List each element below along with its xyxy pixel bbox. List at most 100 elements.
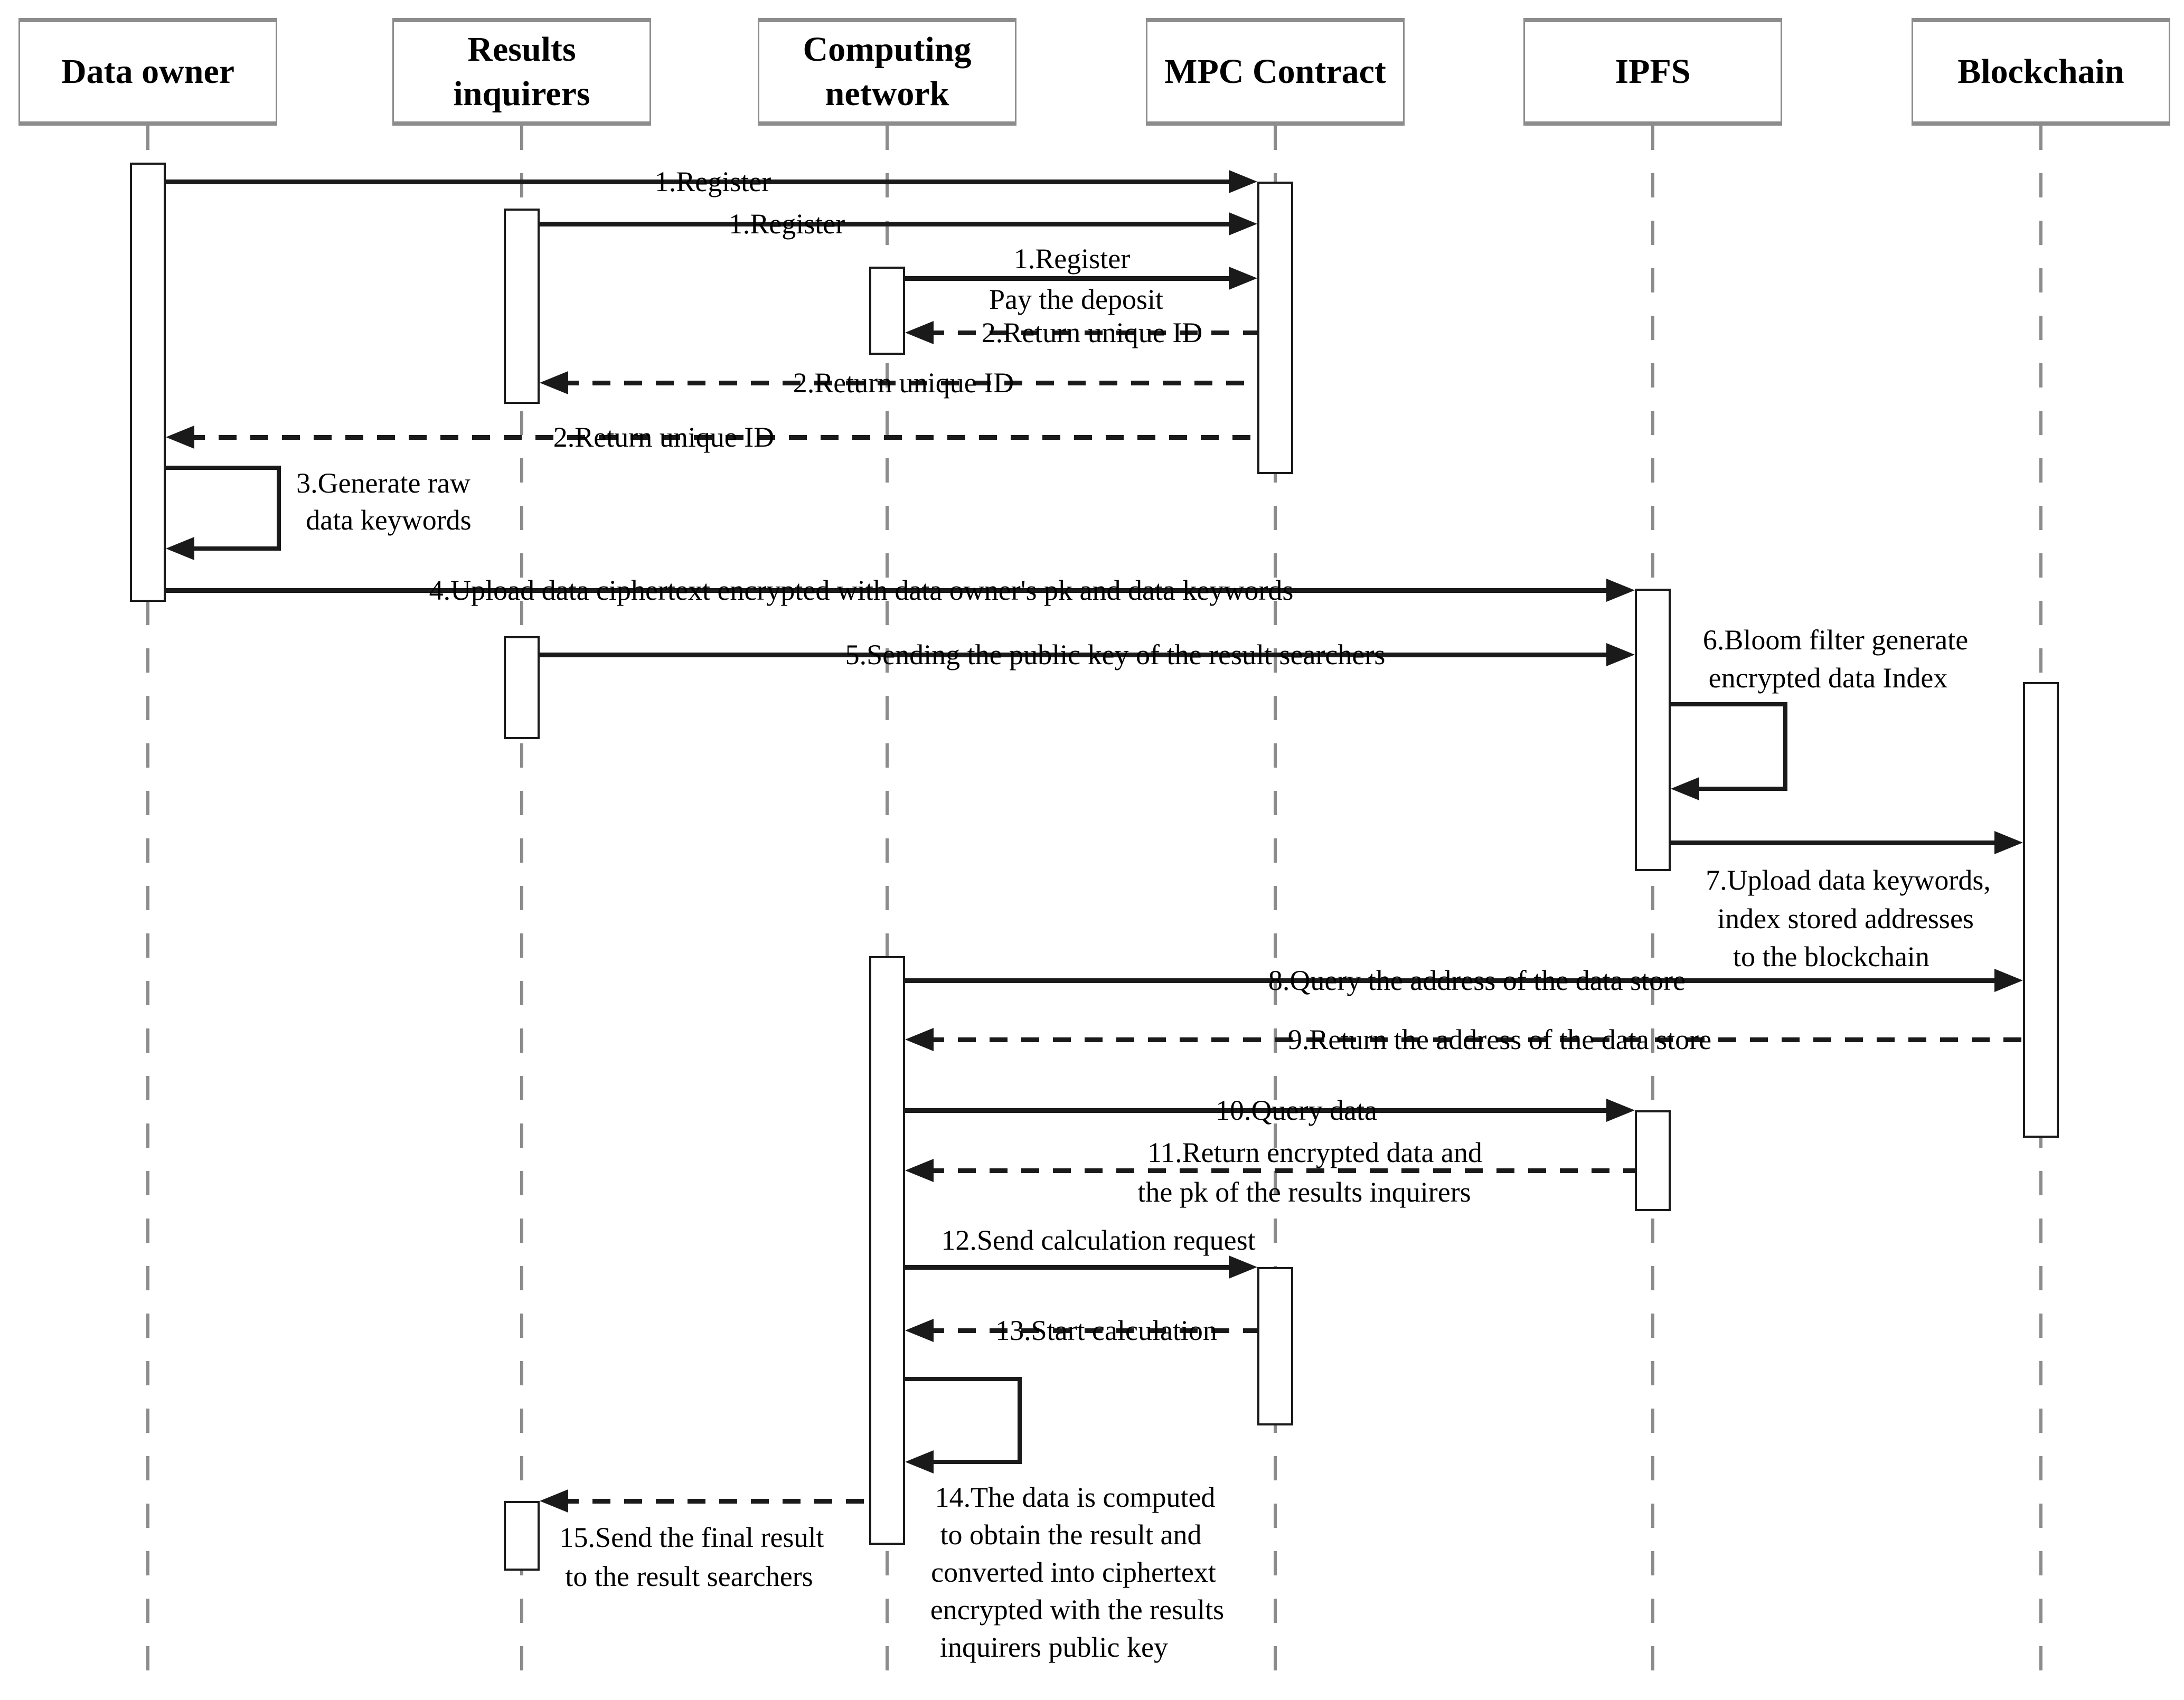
bloom-filter-loop-bottom (1695, 787, 1787, 791)
ipfs-activation-1 (1635, 589, 1671, 871)
compute-result-loop-top (905, 1377, 1022, 1381)
mpc-contract-activation-2 (1257, 1267, 1293, 1425)
return-unique-id-computing-network-label: 2.Return unique ID (981, 317, 1203, 348)
compute-result-loop-arrowhead-icon (905, 1450, 934, 1474)
register-computing-network-label: 1.Register (1013, 243, 1131, 275)
register-results-inquirers-arrowhead-icon (1229, 212, 1257, 235)
upload-keywords-index-line (1671, 840, 2002, 845)
query-data-label: 10.Query data (1216, 1094, 1377, 1126)
generate-raw-keywords-loop-top (166, 466, 281, 470)
results-inquirers-head: Results inquirers (392, 18, 651, 126)
send-calculation-request-line (905, 1265, 1236, 1270)
return-unique-id-computing-network-arrowhead-icon (905, 321, 934, 344)
results-inquirers-label: inquirers (453, 74, 590, 113)
return-unique-id-data-owner-arrowhead-icon (166, 426, 194, 449)
register-data-owner-line (166, 180, 1236, 184)
compute-result-loop-label: converted into ciphertext (931, 1556, 1216, 1588)
blockchain-label: Blockchain (1957, 52, 2124, 91)
computing-network-activation-2 (869, 956, 905, 1545)
ipfs-label: IPFS (1615, 52, 1691, 91)
bloom-filter-loop-label: encrypted data Index (1708, 662, 1948, 694)
computing-network-label: network (825, 74, 949, 113)
return-unique-id-data-owner-line (187, 435, 1257, 440)
blockchain-head: Blockchain (1912, 18, 2170, 126)
compute-result-loop-label: inquirers public key (940, 1631, 1168, 1663)
sending-public-key-label: 5.Sending the public key of the result s… (845, 639, 1386, 670)
upload-keywords-index-arrowhead-icon (1994, 831, 2023, 854)
query-data-line (905, 1108, 1614, 1113)
return-unique-id-results-inquirers-label: 2.Return unique ID (793, 367, 1014, 399)
sending-public-key-line (540, 653, 1614, 657)
generate-raw-keywords-loop-label: 3.Generate raw (296, 467, 470, 499)
query-address-arrowhead-icon (1994, 969, 2023, 992)
return-unique-id-results-inquirers-arrowhead-icon (540, 371, 568, 394)
send-final-result-label: to the result searchers (565, 1561, 813, 1592)
upload-data-ciphertext-line (166, 588, 1614, 593)
computing-network-label: Computing (803, 30, 972, 69)
results-inquirers-activation-1 (504, 209, 540, 404)
query-address-label: 8.Query the address of the data store (1268, 965, 1686, 996)
mpc-contract-activation-1 (1257, 182, 1293, 474)
generate-raw-keywords-loop-arrowhead-icon (166, 537, 194, 560)
ipfs-lifeline (1651, 126, 1654, 1692)
send-calculation-request-label: 12.Send calculation request (941, 1224, 1256, 1256)
data-owner-activation (130, 163, 166, 602)
bloom-filter-loop-label: 6.Bloom filter generate (1702, 624, 1969, 656)
send-calculation-request-arrowhead-icon (1229, 1255, 1257, 1279)
return-address-arrowhead-icon (905, 1028, 934, 1051)
send-final-result-arrowhead-icon (540, 1489, 568, 1513)
generate-raw-keywords-loop-label: data keywords (306, 504, 472, 536)
register-data-owner-label: 1.Register (654, 166, 771, 197)
register-computing-network-label: Pay the deposit (989, 284, 1163, 315)
return-address-label: 9.Return the address of the data store (1287, 1024, 1712, 1055)
data-owner-label: Data owner (61, 52, 235, 91)
generate-raw-keywords-loop-bottom (190, 546, 281, 551)
upload-data-ciphertext-arrowhead-icon (1606, 579, 1635, 602)
return-unique-id-computing-network-line (926, 330, 1257, 335)
computing-network-lifeline (886, 126, 889, 1692)
results-inquirers-lifeline (520, 126, 523, 1692)
return-encrypted-data-label: 11.Return encrypted data and (1147, 1137, 1482, 1168)
register-results-inquirers-label: 1.Register (728, 208, 845, 240)
computing-network-head: Computing network (758, 18, 1016, 126)
query-data-arrowhead-icon (1606, 1099, 1635, 1122)
register-computing-network-arrowhead-icon (1229, 267, 1257, 290)
bloom-filter-loop-right (1783, 702, 1787, 791)
ipfs-activation-2 (1635, 1110, 1671, 1211)
bloom-filter-loop-arrowhead-icon (1671, 777, 1699, 800)
ipfs-head: IPFS (1523, 18, 1782, 126)
compute-result-loop-label: 14.The data is computed (935, 1481, 1216, 1513)
return-encrypted-data-arrowhead-icon (905, 1159, 934, 1182)
register-data-owner-arrowhead-icon (1229, 170, 1257, 193)
start-calculation-arrowhead-icon (905, 1319, 934, 1342)
compute-result-loop-right (1018, 1377, 1022, 1464)
compute-result-loop-bottom (929, 1460, 1022, 1464)
return-unique-id-results-inquirers-line (561, 381, 1257, 385)
bloom-filter-loop-top (1671, 702, 1787, 706)
results-inquirers-activation-3 (504, 1501, 540, 1571)
start-calculation-line (926, 1328, 1257, 1333)
upload-keywords-index-label: to the blockchain (1733, 941, 1929, 972)
generate-raw-keywords-loop-right (277, 466, 281, 551)
send-final-result-line (561, 1499, 869, 1504)
return-encrypted-data-label: the pk of the results inquirers (1137, 1176, 1471, 1208)
mpc-contract-label: MPC Contract (1164, 52, 1386, 91)
upload-data-ciphertext-label: 4.Upload data ciphertext encrypted with … (429, 574, 1294, 606)
results-inquirers-label: Results (467, 30, 576, 69)
upload-keywords-index-label: index stored addresses (1717, 903, 1974, 934)
return-encrypted-data-line (926, 1168, 1635, 1173)
computing-network-activation-1 (869, 267, 905, 355)
return-unique-id-data-owner-label: 2.Return unique ID (553, 421, 775, 453)
data-owner-head: Data owner (18, 18, 277, 126)
mpc-contract-head: MPC Contract (1146, 18, 1405, 126)
register-results-inquirers-line (540, 222, 1236, 226)
data-owner-lifeline (146, 126, 149, 1692)
register-computing-network-line (905, 276, 1236, 281)
query-address-line (905, 978, 2002, 983)
start-calculation-label: 13.Start calculation (995, 1315, 1217, 1346)
blockchain-activation (2023, 682, 2059, 1138)
send-final-result-label: 15.Send the final result (559, 1522, 824, 1553)
return-address-line (926, 1037, 2023, 1042)
mpc-contract-lifeline (1274, 126, 1277, 1692)
